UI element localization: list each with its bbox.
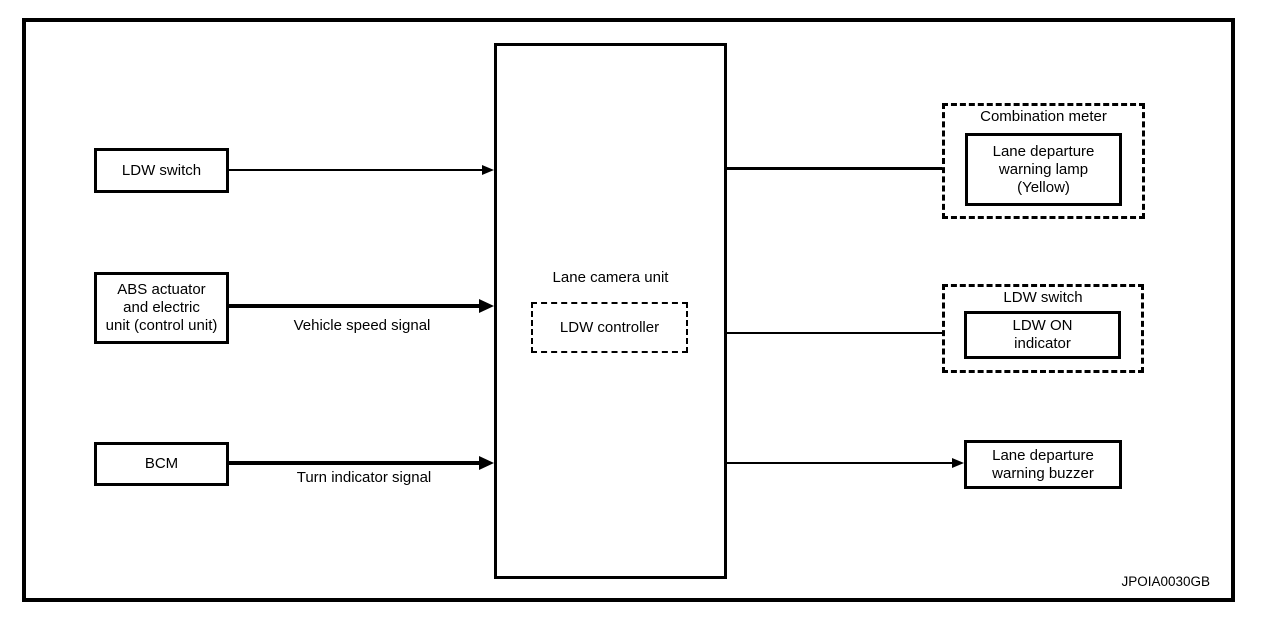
combination-meter-group: Combination meter Lane departure warning…: [942, 103, 1145, 219]
ldw-controller-box: LDW controller: [531, 302, 688, 353]
arrowhead-icon: [479, 456, 494, 470]
diagram-frame: [22, 18, 1235, 602]
ldw-switch-input-box: LDW switch: [94, 148, 229, 193]
arrow-camera-to-buzzer: [727, 458, 964, 468]
vehicle-speed-signal-label: Vehicle speed signal: [293, 317, 431, 334]
arrow-camera-to-ldw-on-indicator: [727, 327, 964, 338]
ldw-on-indicator-box: LDW ON indicator: [964, 311, 1121, 359]
bcm-box: BCM: [94, 442, 229, 486]
arrowhead-icon: [482, 165, 494, 175]
abs-actuator-box: ABS actuator and electric unit (control …: [94, 272, 229, 344]
ldw-switch-output-group: LDW switch LDW ON indicator: [942, 284, 1144, 373]
combination-meter-title: Combination meter: [980, 108, 1107, 125]
arrowhead-icon: [952, 458, 964, 468]
arrow-ldw-switch-to-camera: [228, 165, 494, 175]
arrowhead-icon: [479, 299, 494, 313]
lane-departure-warning-buzzer-box: Lane departure warning buzzer: [964, 440, 1122, 489]
ldw-switch-output-title: LDW switch: [1003, 289, 1083, 306]
turn-indicator-signal-label: Turn indicator signal: [296, 469, 432, 486]
figure-code: JPOIA0030GB: [1121, 574, 1210, 589]
arrow-camera-to-warning-lamp: [727, 163, 965, 174]
lane-departure-warning-lamp-box: Lane departure warning lamp (Yellow): [965, 133, 1122, 206]
arrow-abs-to-camera: [228, 299, 494, 313]
lane-camera-unit-label: Lane camera unit: [552, 269, 669, 286]
arrow-bcm-to-camera: [228, 456, 494, 470]
